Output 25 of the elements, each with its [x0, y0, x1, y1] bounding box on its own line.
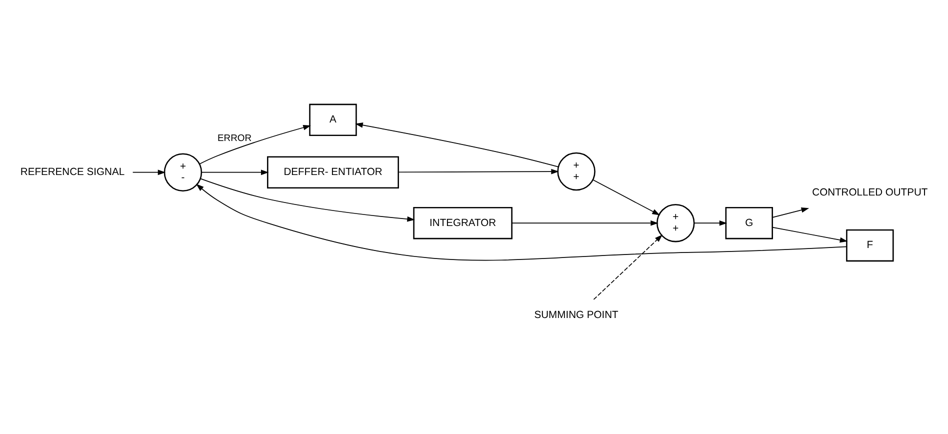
node-circle: + + [656, 203, 695, 242]
arrow [592, 178, 660, 215]
arrow [772, 226, 848, 242]
arrow [201, 169, 269, 175]
arrow [200, 178, 415, 222]
node-box: G [725, 206, 773, 239]
arrow [132, 169, 166, 175]
edge-label: ERROR [218, 132, 252, 144]
node-text: REFERENCE SIGNAL [20, 166, 125, 178]
arrow [196, 183, 848, 260]
arrow [199, 124, 311, 164]
node-box: INTEGRATOR [413, 206, 512, 239]
node-box: F [846, 228, 894, 262]
node-circle: + + [557, 152, 596, 190]
node-text: CONTROLLED OUTPUT [812, 187, 928, 198]
node-box: DEFFER- ENTIATOR [267, 156, 399, 188]
arrow [593, 234, 663, 300]
arrow [694, 220, 728, 226]
arrow [511, 220, 658, 226]
node-box: A [309, 103, 357, 136]
node-circle: + - [164, 152, 202, 191]
arrow [355, 122, 559, 167]
arrow [772, 206, 810, 218]
arrow [398, 168, 559, 174]
node-text: SUMMING POINT [534, 309, 618, 320]
